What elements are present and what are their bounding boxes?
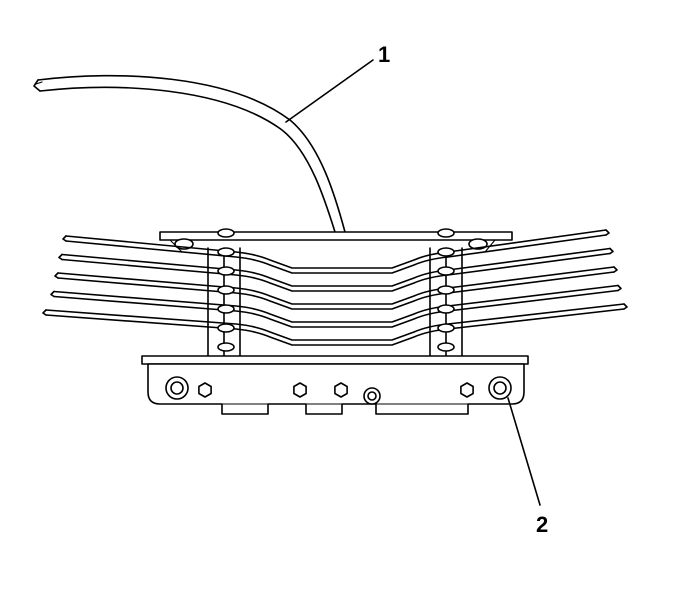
spring-wire-end [58,253,63,261]
hex-nut [293,382,307,398]
spring-wire-end [609,247,614,255]
callout-2-leader [507,397,541,506]
spring-wire [57,271,615,310]
post-collar [437,228,455,238]
spring-wire [45,303,625,341]
hex-nut [198,382,212,398]
spring-wire [61,252,611,292]
spring-wire [53,289,619,328]
post-collar [217,266,235,276]
pivot-bolt-left [165,376,189,400]
cable [33,74,346,233]
spring-wire [45,308,625,346]
spring-wire-end [623,303,628,310]
spring-wire-end [62,235,67,242]
spring-wire [65,234,607,274]
hex-nut [460,382,474,398]
callout-1-label: 1 [378,42,390,67]
post-collar [217,285,235,295]
spring-wire-end [54,272,59,279]
hex-nut [334,382,348,398]
spring-wire-end [42,309,47,316]
callout-1-leader [285,59,374,123]
post-collar [217,304,235,314]
spring-wire-end [50,290,55,298]
post-collar [437,304,455,314]
callout-2-label: 2 [536,512,548,537]
post-collar [437,266,455,276]
post-collar [217,323,235,333]
spring-wires [42,229,628,346]
post-collar [217,228,235,238]
post-collar [217,247,235,257]
post-collar [437,247,455,257]
spring-wire-end [605,229,610,236]
top-plate [159,231,513,253]
pivot-bolt-right [488,376,512,400]
spring-wire-end [613,266,618,273]
post-collars [217,228,455,352]
post-collar [437,342,455,352]
stud [363,387,381,405]
post-collar [217,342,235,352]
hex-nuts [198,382,474,398]
post-collar [437,323,455,333]
post-collar [437,285,455,295]
spring-wire [53,284,619,323]
spring-wire-end [617,284,622,292]
